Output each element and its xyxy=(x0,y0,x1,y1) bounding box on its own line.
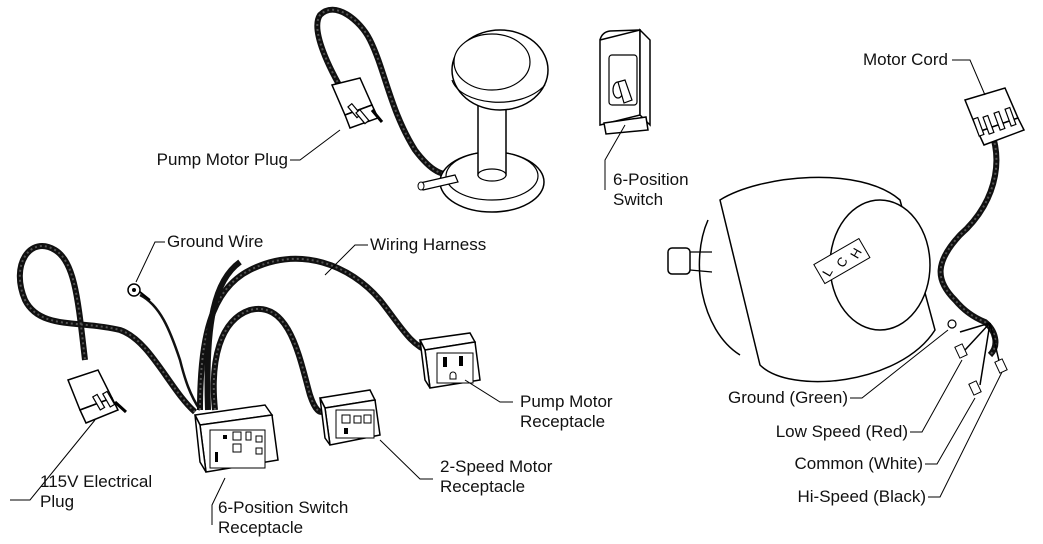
common-white-label: Common (White) xyxy=(794,454,923,473)
pump-motor-plug-leader xyxy=(290,129,341,161)
common-white-leader xyxy=(925,397,976,465)
motor-icon: L C H xyxy=(667,176,936,383)
six-position-switch-icon xyxy=(599,28,651,135)
six-position-switch-label-line-2: Switch xyxy=(613,190,664,209)
six-position-switch-receptacle-icon xyxy=(193,404,279,473)
motor-cord-leader xyxy=(952,59,986,96)
six-position-switch-leader xyxy=(604,124,626,190)
wiring-harness-label: Wiring Harness xyxy=(370,235,487,254)
two-speed-motor-receptacle-label-line-1: 2-Speed Motor xyxy=(440,457,553,476)
two-speed-motor-receptacle-label: 2-Speed Motor Receptacle xyxy=(440,457,590,497)
pump-icon xyxy=(417,29,549,213)
two-speed-motor-receptacle-icon xyxy=(318,389,381,446)
pump-motor-receptacle-leader xyxy=(464,379,513,403)
ground-wire xyxy=(127,283,202,411)
pump-motor-receptacle-icon xyxy=(418,332,481,389)
motor-cord-plug-icon xyxy=(963,87,1026,146)
electrical-plug-label-line-2: Plug xyxy=(40,492,75,511)
hi-speed-black-label: Hi-Speed (Black) xyxy=(797,487,927,506)
ground-green-label: Ground (Green) xyxy=(728,388,848,407)
six-position-switch-label: 6-Position Switch xyxy=(613,170,713,210)
motor-cord xyxy=(937,118,1000,358)
low-speed-red-label: Low Speed (Red) xyxy=(775,422,908,441)
ground-wire-label: Ground Wire xyxy=(167,232,264,251)
pump-motor-plug-icon xyxy=(330,77,384,129)
pump-motor-cord xyxy=(314,6,458,177)
six-position-switch-receptacle-label: 6-Position Switch Receptacle xyxy=(218,498,388,538)
motor-leads xyxy=(947,319,1008,396)
electrical-plug-label-line-1: 115V Electrical xyxy=(40,472,153,491)
pump-motor-receptacle-label: Pump Motor Receptacle xyxy=(520,392,650,432)
two-speed-motor-receptacle-leader xyxy=(379,439,433,480)
pump-motor-receptacle-label-line-2: Receptacle xyxy=(520,412,606,431)
motor-cord-label: Motor Cord xyxy=(862,50,948,69)
pump-motor-plug-label: Pump Motor Plug xyxy=(156,150,288,169)
six-position-switch-receptacle-label-line-2: Receptacle xyxy=(218,518,304,537)
ground-wire-leader xyxy=(135,241,165,283)
two-speed-motor-receptacle-label-line-2: Receptacle xyxy=(440,477,526,496)
electrical-plug-leader xyxy=(10,419,96,501)
motor-face-label-plate xyxy=(813,237,871,285)
hi-speed-black-leader xyxy=(928,371,1003,498)
electrical-plug-icon xyxy=(67,369,128,424)
wiring-harness-cord xyxy=(197,255,432,415)
electrical-plug-label: 115V Electrical Plug xyxy=(40,472,190,512)
six-position-switch-receptacle-leader xyxy=(211,477,226,525)
pump-motor-receptacle-label-line-1: Pump Motor xyxy=(520,392,613,411)
low-speed-red-leader xyxy=(910,359,963,433)
six-position-switch-label-line-1: 6-Position xyxy=(613,170,689,189)
electrical-plug-cord xyxy=(16,243,198,415)
wiring-harness-leader xyxy=(324,244,368,276)
ground-green-leader xyxy=(850,329,949,399)
six-position-switch-receptacle-label-line-1: 6-Position Switch xyxy=(218,498,349,517)
